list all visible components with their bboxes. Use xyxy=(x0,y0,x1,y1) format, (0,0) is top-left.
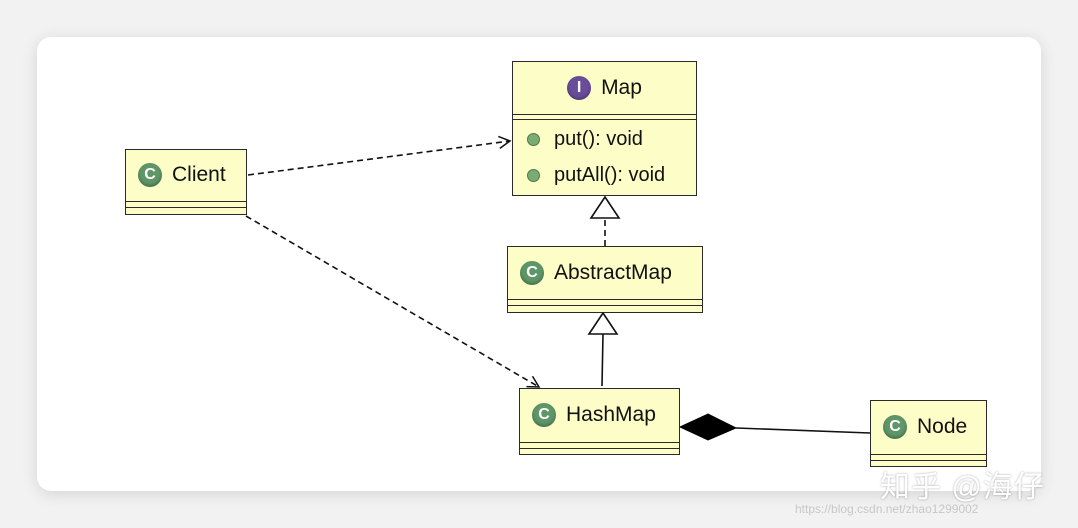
class-icon: C xyxy=(138,163,162,187)
map-interface-box[interactable]: I Map put(): void putAll(): void xyxy=(512,61,697,196)
class-icon: C xyxy=(883,415,907,439)
method-put: put(): void xyxy=(527,128,643,151)
composition-diamond xyxy=(678,413,738,441)
node-class-box[interactable]: C Node xyxy=(870,400,987,467)
abstractmap-label: AbstractMap xyxy=(554,260,672,284)
edge-hashmap-abstractmap xyxy=(601,333,604,387)
abstractmap-class-box[interactable]: C AbstractMap xyxy=(507,246,703,313)
edge-hashmap-node xyxy=(735,427,871,434)
node-label: Node xyxy=(917,415,968,438)
realization-triangle xyxy=(589,195,621,219)
client-class-box[interactable]: C Client xyxy=(125,149,247,215)
zhihu-watermark: 知乎 @海仔 xyxy=(880,471,1045,504)
interface-icon: I xyxy=(567,76,592,100)
edge-client-map xyxy=(247,135,512,176)
method-putall: putAll(): void xyxy=(527,164,665,187)
public-method-icon xyxy=(527,133,540,146)
hashmap-class-box[interactable]: C HashMap xyxy=(519,388,680,455)
client-label: Client xyxy=(172,163,226,186)
public-method-icon xyxy=(527,169,540,182)
edge-client-hashmap xyxy=(245,215,541,388)
map-label: Map xyxy=(601,76,642,99)
source-url-watermark: https://blog.csdn.net/zhao1299002 xyxy=(795,502,979,516)
class-icon: C xyxy=(532,403,556,427)
hashmap-label: HashMap xyxy=(566,403,656,426)
generalization-triangle xyxy=(587,311,619,335)
class-icon: C xyxy=(520,260,544,285)
